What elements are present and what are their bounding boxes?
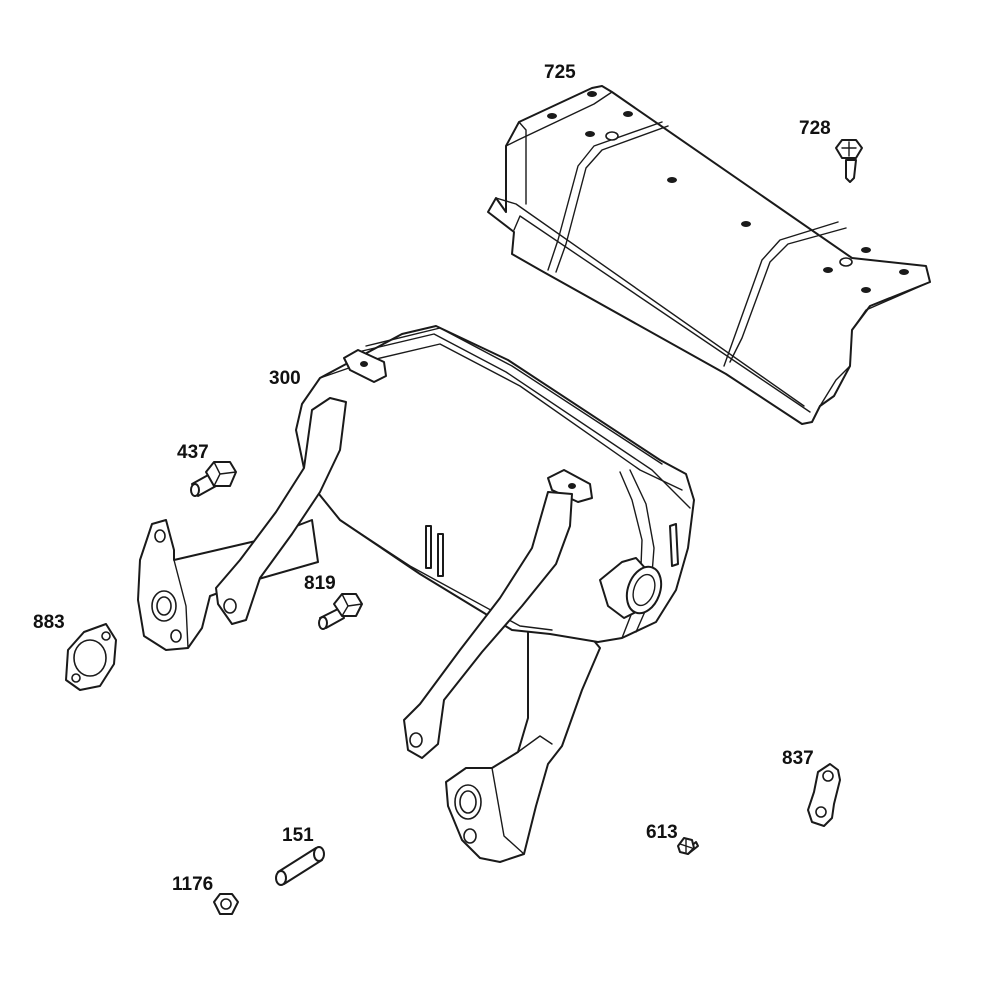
callout-300: 300: [269, 368, 301, 389]
shield-hole: [605, 131, 619, 141]
shield-hole: [623, 111, 633, 117]
shield-hole: [861, 247, 871, 253]
part-437-bolt: [190, 461, 237, 497]
callout-151: 151: [282, 825, 314, 846]
callout-1176: 1176: [172, 874, 214, 895]
shield-hole: [587, 91, 597, 97]
shield-hole: [547, 113, 557, 119]
shield-hole: [823, 267, 833, 273]
part-300-muffler: [137, 325, 695, 863]
callout-883: 883: [33, 612, 65, 633]
shield-hole: [839, 257, 853, 267]
callout-837: 837: [782, 748, 814, 769]
shield-slot: [667, 177, 677, 183]
part-1176-nut: [213, 893, 239, 915]
callout-725: 725: [544, 62, 576, 83]
part-725-heat-shield: [487, 85, 931, 425]
muffler-slot: [437, 533, 444, 577]
part-819-bolt: [318, 593, 363, 630]
callout-437: 437: [177, 442, 209, 463]
part-151-pin: [275, 846, 325, 886]
callout-819: 819: [304, 573, 336, 594]
shield-slot: [741, 221, 751, 227]
callout-613: 613: [646, 822, 678, 843]
part-883-gasket: [65, 623, 117, 691]
shield-hole: [861, 287, 871, 293]
shield-hole: [899, 269, 909, 275]
part-837-clamp: [807, 763, 841, 827]
muffler-slot: [425, 525, 432, 569]
shield-hole: [585, 131, 595, 137]
part-728-screw: [835, 139, 863, 183]
callout-728: 728: [799, 118, 831, 139]
part-613-screw: [677, 837, 699, 855]
